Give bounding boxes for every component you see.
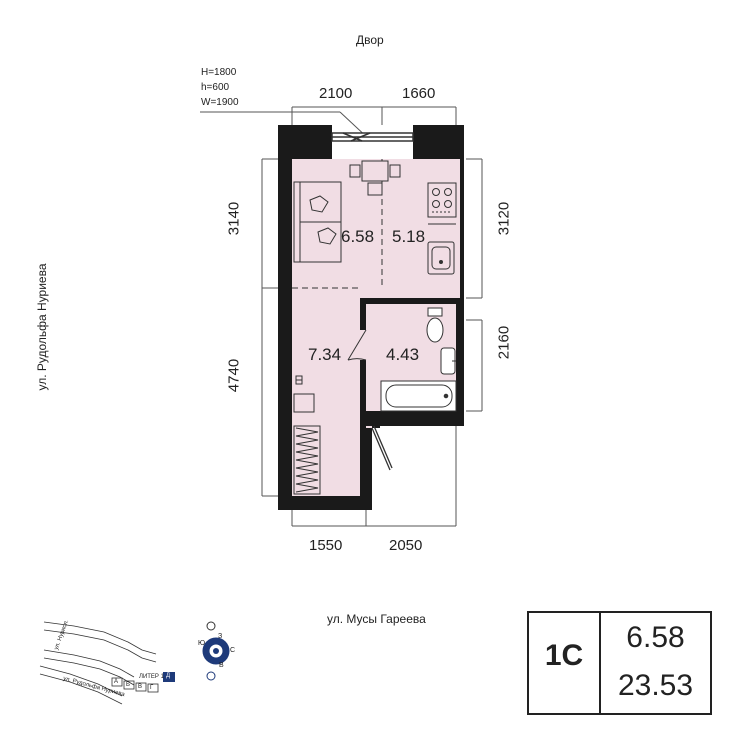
site-block-v: В — [138, 684, 143, 690]
wardrobe — [293, 425, 321, 495]
compass-north: З — [218, 633, 223, 640]
dim-bottom-left: 1550 — [309, 537, 343, 554]
street-bottom-label: ул. Мусы Гареева — [327, 612, 426, 626]
room-living-area: 6.58 — [341, 227, 375, 246]
living-area-value: 6.58 — [626, 621, 685, 654]
sofa — [293, 181, 342, 263]
bathroom-door — [347, 329, 367, 361]
bathroom-fixtures — [380, 307, 457, 412]
dim-bottom-right: 2050 — [389, 537, 423, 554]
window-sill: h=600 — [201, 82, 230, 93]
apartment-type: 1С — [544, 639, 584, 672]
apartment-info-box: 1С 6.58 23.53 — [527, 611, 712, 715]
window-width: W=1900 — [201, 97, 239, 108]
site-block-b: Б — [126, 682, 130, 688]
info-divider — [599, 613, 601, 713]
site-building: ЛИТЕР 1 — [139, 674, 164, 680]
entrance-door — [371, 425, 393, 471]
total-area-value: 23.53 — [617, 669, 694, 702]
compass-south: В — [219, 662, 224, 669]
site-block-g: Г — [150, 685, 154, 691]
dim-top-right: 1660 — [402, 85, 436, 102]
dimension-lines — [200, 106, 483, 527]
stove — [427, 182, 457, 218]
appliances — [293, 375, 315, 413]
walls — [278, 125, 464, 510]
compass-east: С — [230, 647, 236, 654]
courtyard-label: Двор — [356, 33, 384, 47]
room-bathroom-area: 4.43 — [386, 345, 420, 364]
dining-table — [349, 160, 401, 196]
dim-top-left: 2100 — [319, 85, 353, 102]
site-block-a: А — [114, 679, 119, 685]
compass-west: Ю — [198, 640, 206, 647]
kitchen-sink — [427, 223, 456, 275]
window — [331, 132, 414, 142]
site-block-d: Д — [166, 673, 171, 679]
room-kitchen-area: 5.18 — [392, 227, 426, 246]
room-hall-area: 7.34 — [308, 345, 342, 364]
window-height: H=1800 — [201, 67, 237, 78]
